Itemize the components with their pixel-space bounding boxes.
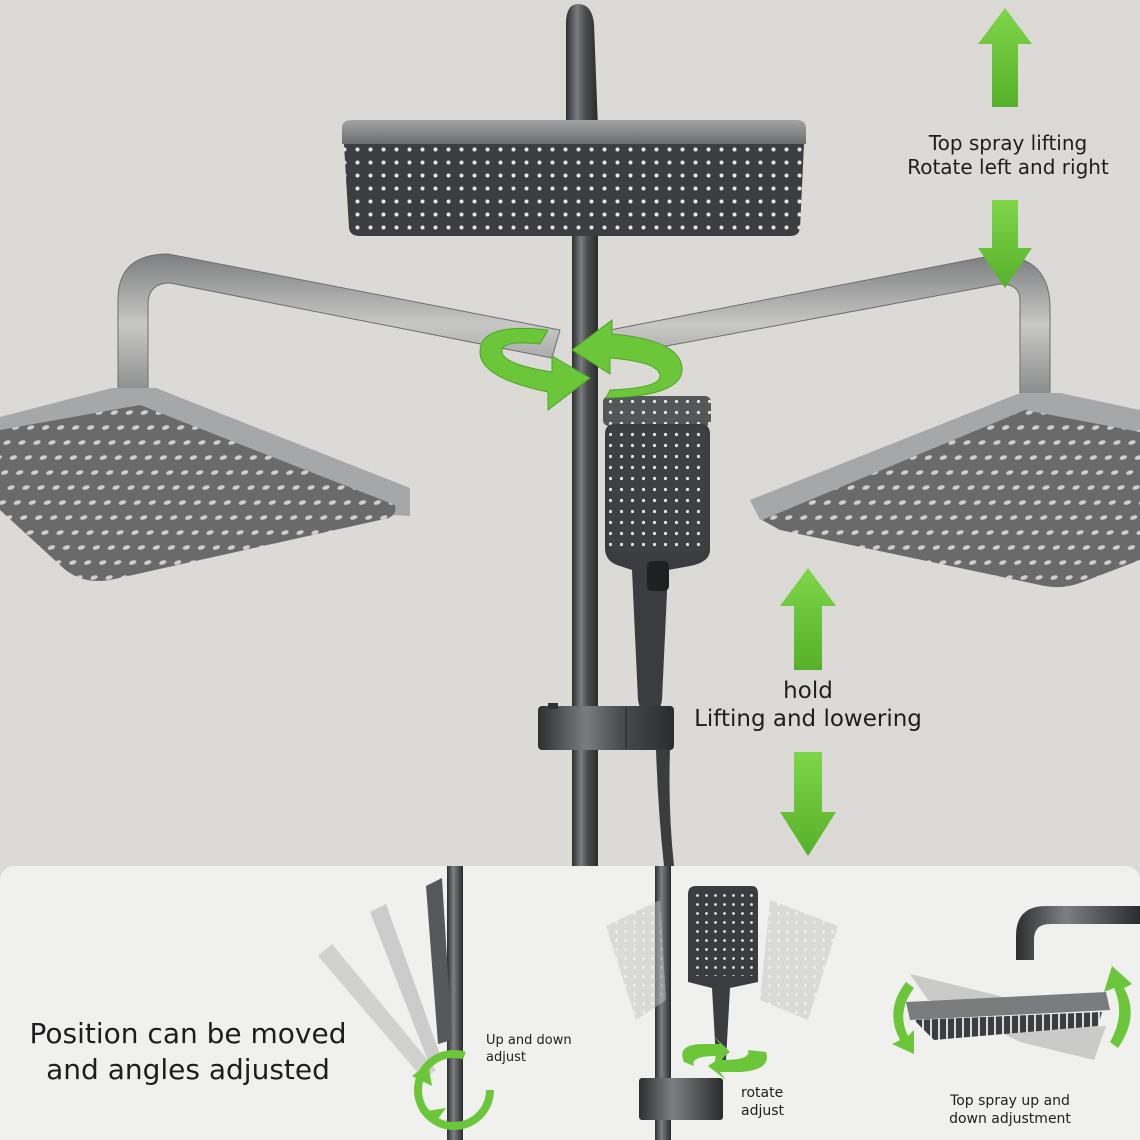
top-spray-label: Top spray lifting Rotate left and right [890, 131, 1126, 179]
rotate-caption-line2: adjust [741, 1103, 785, 1119]
rotate-arrow-icon [414, 1050, 494, 1130]
hold-label: hold Lifting and lowering [680, 677, 936, 733]
left-arm-showerhead [0, 253, 561, 581]
slide-bar-holder [538, 703, 674, 866]
rotate-arrows-icon [479, 319, 683, 412]
arrow-up-icon [978, 8, 1032, 107]
position-headline: Position can be moved and angles adjuste… [8, 1016, 368, 1088]
top-spray-caption-line1: Top spray up and [950, 1093, 1070, 1109]
top-rain-showerhead [342, 120, 806, 236]
position-headline-line1: Position can be moved [29, 1017, 347, 1050]
tilt-up-arrow-icon [1104, 966, 1132, 1048]
right-arm-showerhead [609, 255, 1140, 588]
rotate-caption: rotate adjust [741, 1084, 811, 1120]
arrow-up-icon [780, 568, 836, 670]
rotate-arrow-icon [682, 1036, 730, 1066]
top-spray-label-line1: Top spray lifting [928, 131, 1088, 155]
top-spray-caption-line2: down adjustment [949, 1111, 1071, 1127]
top-spray-label-line2: Rotate left and right [907, 155, 1109, 179]
top-spray-caption: Top spray up and down adjustment [930, 1092, 1090, 1128]
hold-label-line2: Lifting and lowering [694, 706, 922, 732]
arrow-down-icon [780, 752, 836, 856]
handheld-shower [603, 396, 711, 712]
arrow-down-icon [978, 200, 1032, 288]
top-spout [566, 4, 598, 128]
tilt-down-arrow-icon [892, 982, 914, 1054]
handheld-rotate-illustration [606, 866, 838, 1140]
up-down-caption-line1: Up and down [486, 1033, 572, 1048]
hold-label-line1: hold [783, 678, 833, 704]
up-down-caption-line2: adjust [486, 1050, 526, 1065]
rotate-caption-line1: rotate [741, 1085, 784, 1101]
handheld-angle-illustration [318, 866, 494, 1140]
up-down-caption: Up and down adjust [486, 1032, 596, 1066]
top-spray-tilt-illustration [892, 906, 1140, 1060]
position-headline-line2: and angles adjusted [46, 1053, 330, 1086]
